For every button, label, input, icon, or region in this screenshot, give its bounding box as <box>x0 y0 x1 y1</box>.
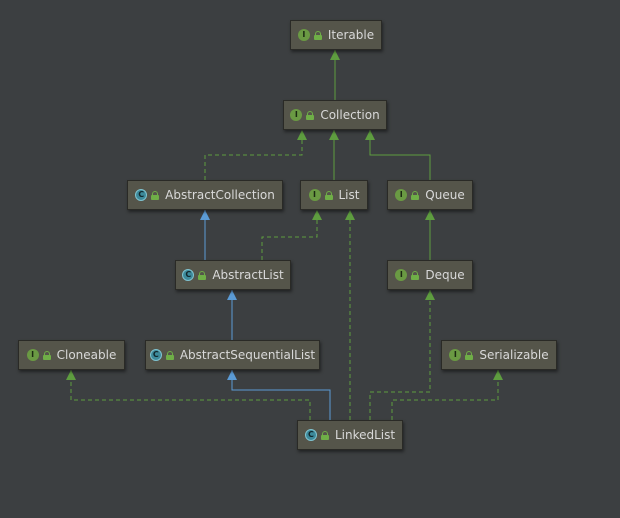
edge-linkedlist-serializable <box>391 370 499 420</box>
lock-icon <box>151 190 160 200</box>
node-linked-list[interactable]: C LinkedList <box>297 420 403 450</box>
interface-icon: I <box>449 349 462 361</box>
class-icon: C <box>304 429 317 441</box>
edge-linkedlist-deque <box>369 290 431 420</box>
class-icon: C <box>182 269 195 281</box>
arrowhead-icon <box>425 290 435 300</box>
arrowhead-icon <box>297 130 307 140</box>
node-label: AbstractList <box>212 268 284 282</box>
edge-queue-collection <box>369 130 431 180</box>
node-collection[interactable]: I Collection <box>283 100 387 130</box>
arrowhead-icon <box>200 210 210 220</box>
node-label: Serializable <box>479 348 549 362</box>
node-label: AbstractSequentialList <box>179 348 316 362</box>
node-label: Iterable <box>327 28 375 42</box>
interface-icon: I <box>395 269 408 281</box>
lock-icon <box>411 190 420 200</box>
node-cloneable[interactable]: I Cloneable <box>18 340 125 370</box>
lock-icon <box>165 350 174 360</box>
node-label: Cloneable <box>56 348 117 362</box>
node-abstract-sequential-list[interactable]: C AbstractSequentialList <box>145 340 320 370</box>
node-label: Queue <box>425 188 465 202</box>
arrowhead-icon <box>493 370 503 380</box>
node-deque[interactable]: I Deque <box>387 260 473 290</box>
arrowhead-icon <box>425 210 435 220</box>
node-label: Deque <box>425 268 465 282</box>
arrowhead-icon <box>312 210 322 220</box>
interface-icon: I <box>297 29 310 41</box>
edge-abstractlist-list <box>261 210 318 260</box>
class-icon: C <box>149 349 162 361</box>
arrowhead-icon <box>66 370 76 380</box>
node-iterable[interactable]: I Iterable <box>290 20 382 50</box>
node-list[interactable]: I List <box>300 180 368 210</box>
arrowhead-icon <box>227 290 237 300</box>
interface-icon: I <box>308 189 321 201</box>
edge-abstractcollection-collection <box>204 130 303 180</box>
arrowhead-icon <box>345 210 355 220</box>
lock-icon <box>313 30 322 40</box>
node-label: LinkedList <box>334 428 396 442</box>
interface-icon: I <box>290 109 303 121</box>
node-label: AbstractCollection <box>165 188 275 202</box>
arrowhead-icon <box>227 370 237 380</box>
lock-icon <box>320 430 329 440</box>
lock-icon <box>42 350 51 360</box>
arrowhead-icon <box>330 50 340 60</box>
edge-linkedlist-abstractsequentiallist <box>231 370 331 420</box>
interface-icon: I <box>395 189 408 201</box>
lock-icon <box>198 270 207 280</box>
class-icon: C <box>135 189 148 201</box>
node-label: Collection <box>320 108 380 122</box>
node-abstract-collection[interactable]: C AbstractCollection <box>127 180 283 210</box>
lock-icon <box>306 110 315 120</box>
interface-icon: I <box>26 349 39 361</box>
lock-icon <box>324 190 333 200</box>
arrowhead-icon <box>329 130 339 140</box>
node-abstract-list[interactable]: C AbstractList <box>175 260 291 290</box>
node-queue[interactable]: I Queue <box>387 180 473 210</box>
node-serializable[interactable]: I Serializable <box>441 340 557 370</box>
edge-linkedlist-cloneable <box>70 370 311 420</box>
lock-icon <box>465 350 474 360</box>
arrowhead-icon <box>365 130 375 140</box>
node-label: List <box>338 188 360 202</box>
lock-icon <box>411 270 420 280</box>
